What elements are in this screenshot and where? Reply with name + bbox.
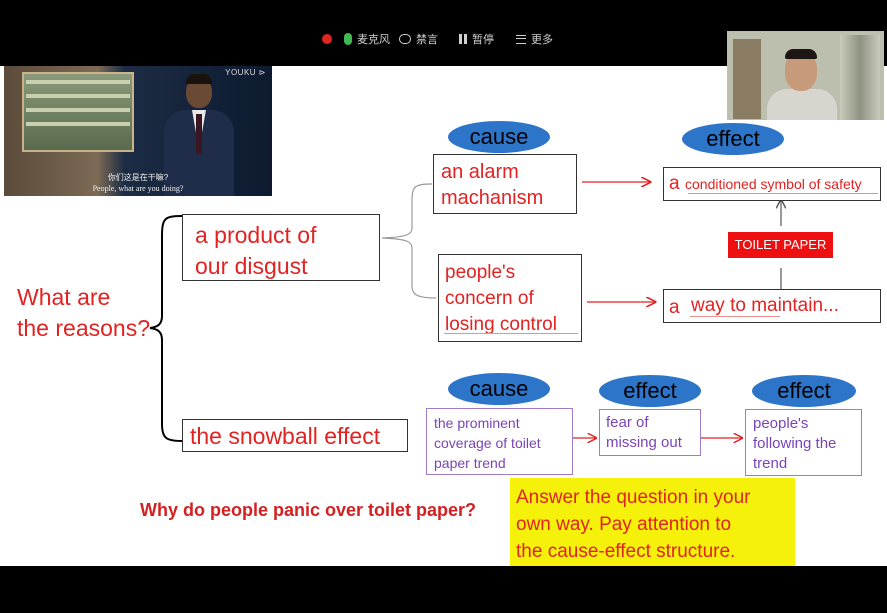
effect-pill-top: effect [682, 123, 784, 155]
cause-box-alarm: an alarm machanism [433, 154, 577, 214]
snowball-cause-text: the prominent coverage of toilet paper t… [434, 415, 541, 471]
mic-label: 麦克风 [357, 33, 390, 46]
bottom-bar [0, 566, 887, 613]
cause2-text: people's concern of losing control [445, 262, 557, 335]
effect-box-maintain: a way to maintain... [663, 289, 881, 323]
task-text: Answer the question in your own way. Pay… [516, 487, 751, 562]
store-footage [22, 72, 134, 152]
pause-label: 暂停 [472, 33, 494, 46]
snowball-effect2-text: people's following the trend [753, 415, 837, 472]
chat-mute-icon [399, 34, 411, 44]
host-figure [164, 74, 234, 196]
toilet-paper-tag: TOILET PAPER [728, 232, 833, 258]
effect1-text: conditioned symbol of safety [685, 176, 862, 192]
mute-all-button[interactable]: 禁言 [399, 29, 438, 49]
pause-button[interactable]: 暂停 [459, 29, 494, 49]
effect-pill-mid: effect [599, 375, 701, 407]
mute-label: 禁言 [416, 33, 438, 46]
pause-icon [459, 34, 467, 44]
main-question: Why do people panic over toilet paper? [140, 500, 477, 520]
effect-pill-right: effect [752, 375, 856, 407]
microphone-icon [344, 33, 352, 45]
subtitle-chinese: 你们这是在干嘛? [107, 173, 169, 182]
reason2-text: the snowball effect [190, 423, 381, 449]
video-thumbnail[interactable]: YOUKU ⊳ 你们这是在干嘛? People, what are you do… [4, 66, 272, 196]
record-dot-icon [322, 34, 332, 44]
mic-button[interactable]: 麦克风 [344, 29, 390, 49]
more-menu-icon [516, 34, 526, 44]
more-button[interactable]: 更多 [516, 29, 553, 49]
record-indicator[interactable] [322, 29, 337, 49]
task-highlight: Answer the question in your own way. Pay… [510, 478, 795, 566]
effect2-text: way to maintain... [691, 295, 839, 316]
reason-box-disgust: a product of our disgust [182, 214, 380, 281]
cause-pill-bottom: cause [448, 373, 550, 405]
snowball-cause-box: the prominent coverage of toilet paper t… [426, 408, 573, 475]
effect-box-safety: a conditioned symbol of safety [663, 167, 881, 201]
subtitle-english: People, what are you doing? [92, 184, 184, 193]
cause1-text: an alarm machanism [441, 161, 544, 209]
effect1-prefix: a [669, 173, 680, 194]
video-logo: YOUKU ⊳ [225, 68, 266, 77]
reason-box-snowball: the snowball effect [182, 419, 408, 452]
webcam-feed[interactable] [727, 31, 884, 120]
reasons-question: What are the reasons? [17, 284, 150, 341]
cause-pill-top: cause [448, 121, 550, 153]
presentation-slide: YOUKU ⊳ 你们这是在干嘛? People, what are you do… [0, 66, 887, 566]
cause-box-control: people's concern of losing control [438, 254, 582, 342]
effect2-prefix: a [669, 297, 680, 318]
snowball-effect1-box: fear of missing out [599, 409, 701, 456]
reason1-text: a product of our disgust [195, 222, 317, 279]
snowball-effect1-text: fear of missing out [606, 414, 682, 451]
more-label: 更多 [531, 33, 553, 46]
snowball-effect2-box: people's following the trend [745, 409, 862, 476]
